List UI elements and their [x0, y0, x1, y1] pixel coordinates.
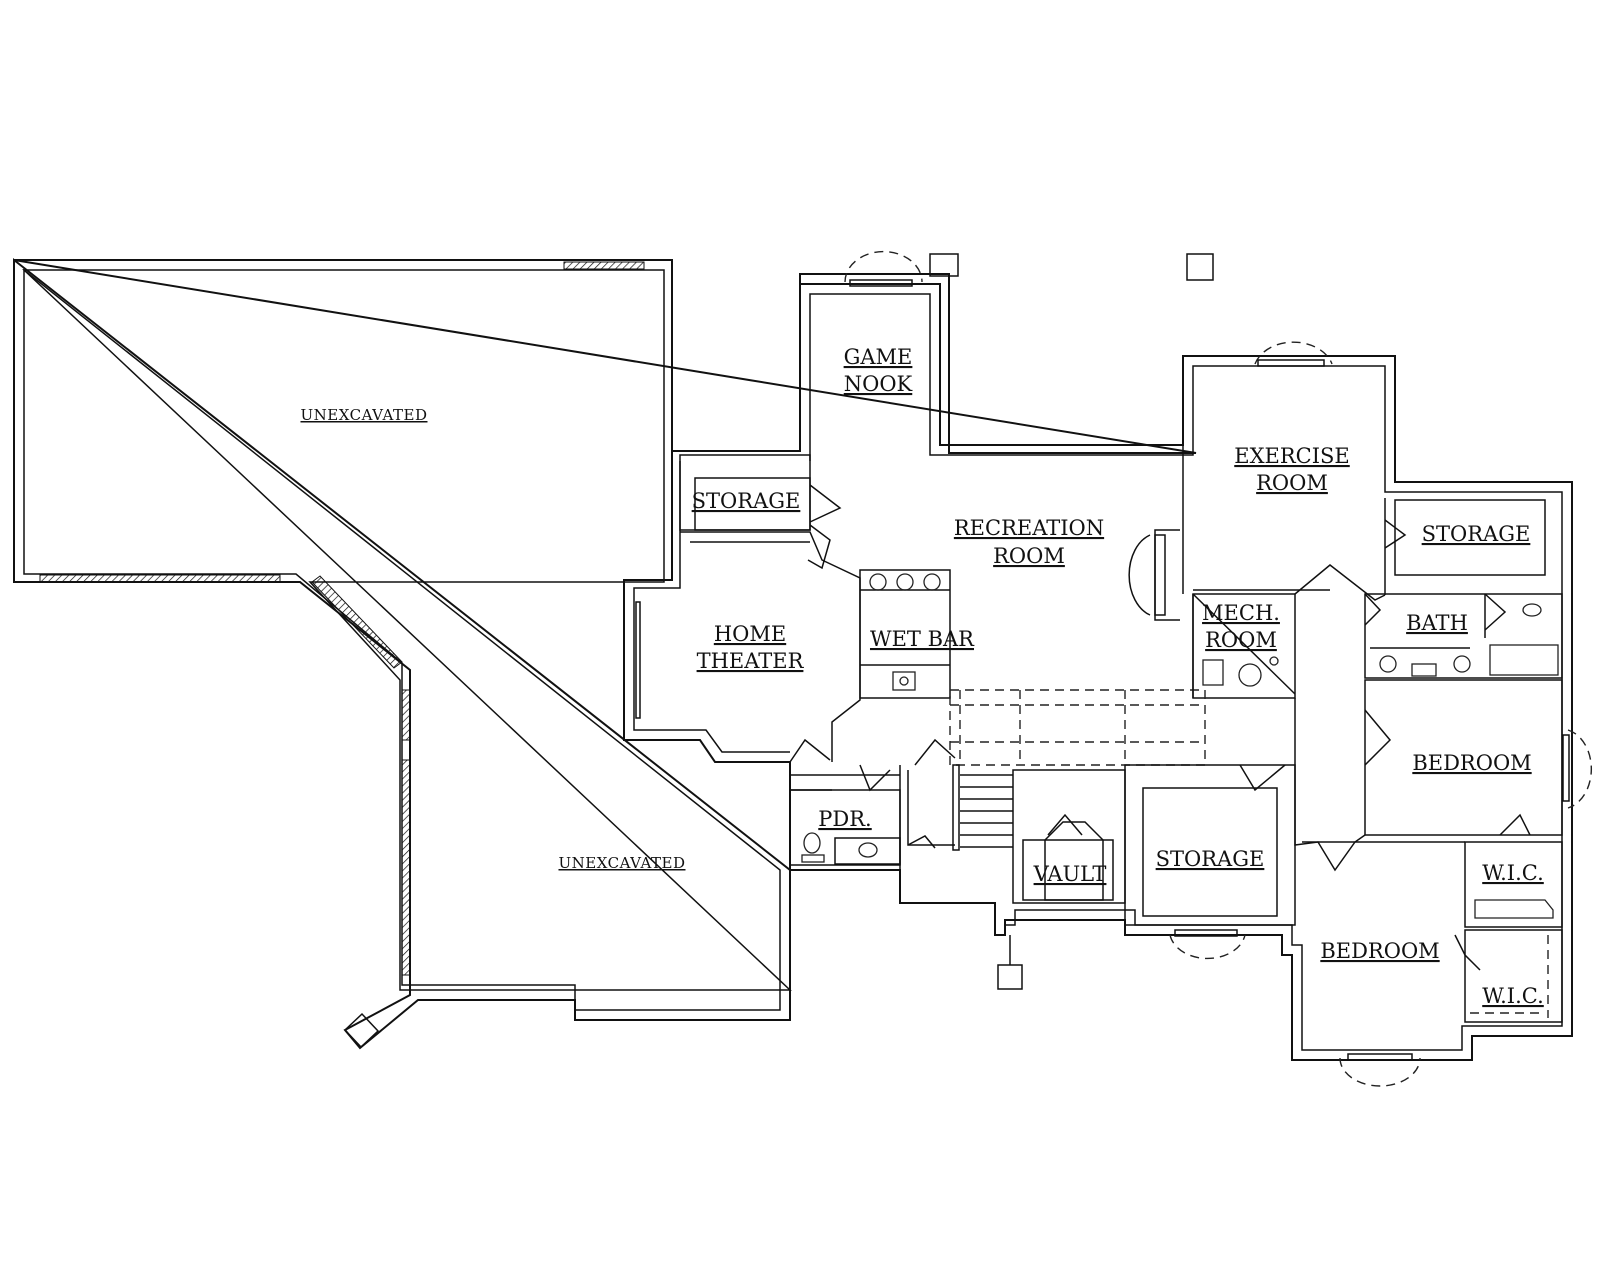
label-storage-center: STORAGE	[1156, 847, 1265, 871]
label-exercise-room-1: EXERCISE	[1234, 444, 1350, 468]
label-recreation-room-1: RECREATION	[954, 516, 1104, 540]
label-wet-bar: WET BAR	[870, 627, 975, 651]
label-recreation-room-2: ROOM	[993, 544, 1065, 568]
room-labels: UNEXCAVATED UNEXCAVATED GAME NOOK STORAG…	[300, 345, 1543, 1008]
label-mech-room-1: MECH.	[1202, 601, 1280, 625]
label-unexcavated-top: UNEXCAVATED	[300, 406, 427, 424]
label-home-theater-1: HOME	[714, 622, 786, 646]
label-mech-room-2: ROOM	[1205, 628, 1277, 652]
label-pdr: PDR.	[818, 807, 871, 831]
label-home-theater-2: THEATER	[697, 649, 805, 673]
interior-walls	[635, 445, 1563, 1023]
label-game-nook-1: GAME	[844, 345, 913, 369]
label-bath: BATH	[1406, 611, 1468, 635]
label-vault: VAULT	[1033, 862, 1107, 886]
label-wic-upper: W.I.C.	[1482, 861, 1544, 885]
unexcavated-area-outline	[13, 257, 1197, 1050]
label-storage-left: STORAGE	[692, 489, 801, 513]
label-storage-right: STORAGE	[1422, 522, 1531, 546]
label-unexcavated-bottom: UNEXCAVATED	[558, 854, 685, 872]
label-bedroom-right: BEDROOM	[1412, 751, 1531, 775]
label-game-nook-2: NOOK	[844, 372, 913, 396]
label-bedroom-lower: BEDROOM	[1320, 939, 1439, 963]
stair-treads	[960, 774, 1013, 848]
label-exercise-room-2: ROOM	[1256, 471, 1328, 495]
label-wic-lower: W.I.C.	[1482, 984, 1544, 1008]
windows	[844, 250, 1592, 1087]
